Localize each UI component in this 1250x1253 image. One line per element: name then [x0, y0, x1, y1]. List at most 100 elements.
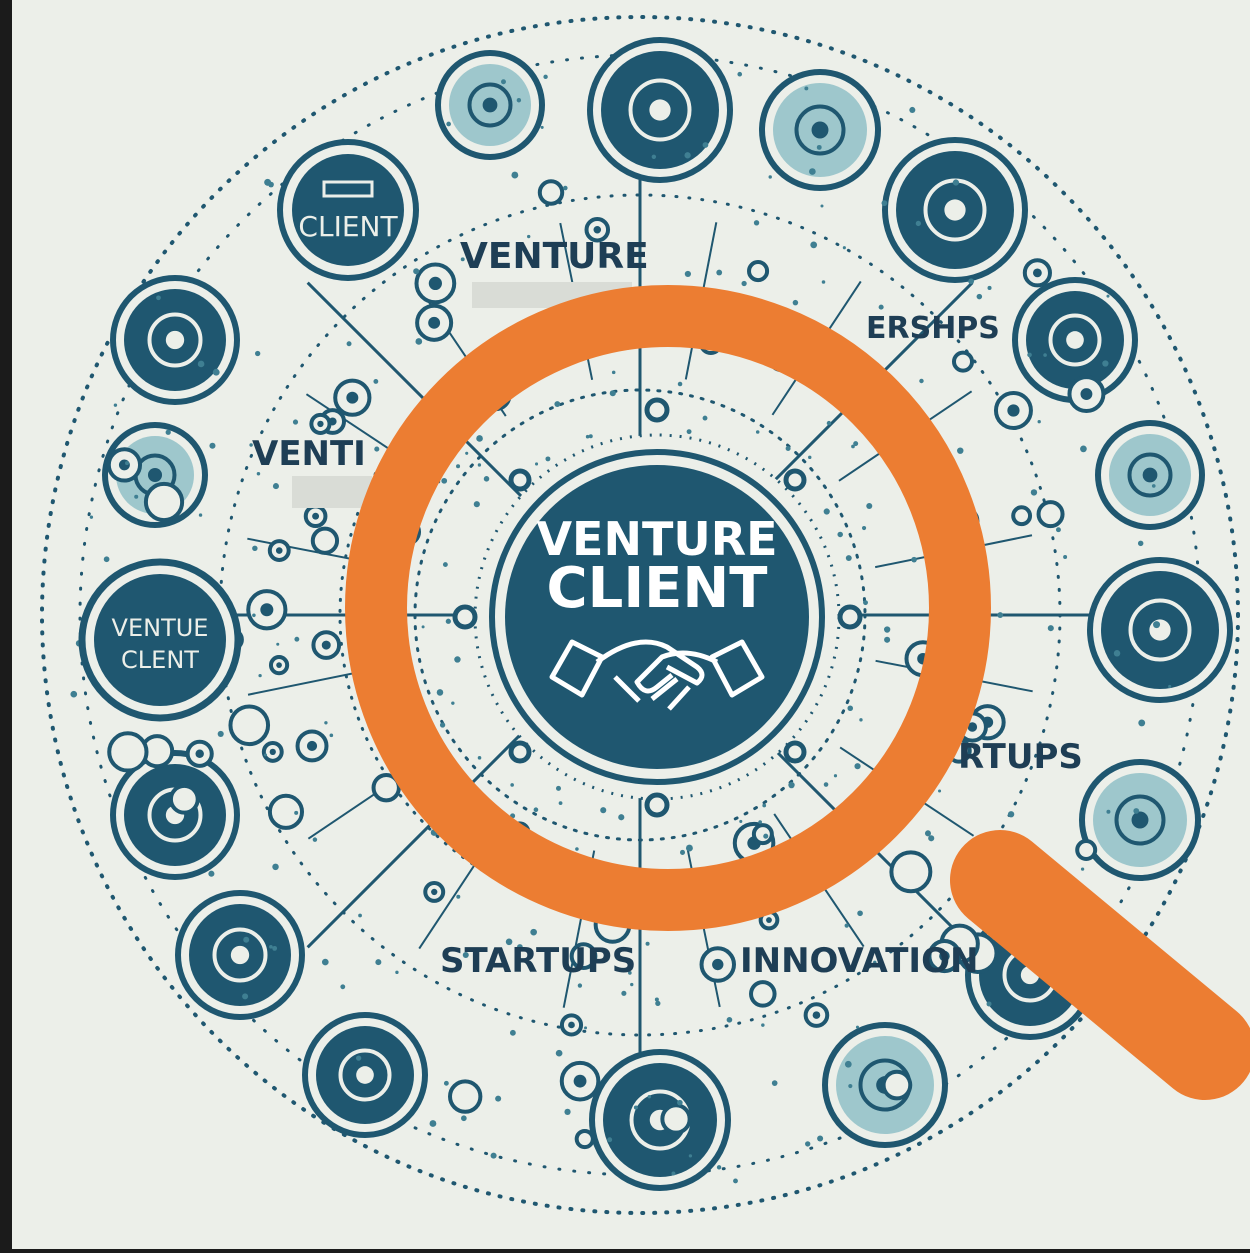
hub-border-nodes: [452, 397, 863, 818]
texture-dot: [809, 168, 816, 175]
texture-dot: [511, 171, 519, 179]
connector-node: [660, 1103, 692, 1135]
texture-dot: [997, 612, 1004, 619]
texture-dot: [584, 1026, 588, 1030]
texture-dot: [483, 476, 490, 482]
connector-node-core: [346, 391, 359, 404]
texture-dot: [702, 142, 709, 148]
connector-node: [749, 980, 777, 1008]
texture-dot: [859, 718, 863, 722]
texture-dot: [808, 455, 812, 460]
texture-dot: [1080, 867, 1085, 871]
texture-dot: [460, 257, 465, 262]
texture-dot: [884, 636, 891, 643]
target-icon: [882, 137, 1028, 283]
texture-dot: [530, 928, 537, 936]
texture-dot: [461, 1115, 467, 1122]
texture-dot: [866, 502, 873, 509]
texture-dot: [242, 993, 249, 1000]
texture-dot: [763, 833, 769, 839]
texture-dot: [445, 618, 451, 624]
texture-dot: [647, 1095, 652, 1099]
icon-badge-ring: [102, 37, 1233, 1191]
connector-node: [569, 942, 598, 971]
texture-dot: [957, 447, 964, 454]
texture-dot: [535, 462, 539, 466]
connector-node-core: [766, 917, 772, 923]
texture-dot: [70, 690, 78, 698]
texture-dot: [415, 338, 423, 345]
texture-dot: [1027, 352, 1032, 358]
steering-wheel-icon: [110, 750, 240, 880]
left-frame-strip: [0, 0, 12, 1249]
texture-dot: [716, 269, 723, 276]
texture-dot: [258, 673, 262, 678]
texture-dot: [1007, 811, 1015, 818]
texture-dot: [321, 958, 329, 966]
texture-dot: [878, 304, 884, 310]
connector-node-core: [1007, 404, 1020, 417]
texture-dot: [209, 442, 216, 449]
texture-dot: [768, 175, 772, 179]
texture-dot: [442, 562, 448, 567]
texture-dot: [554, 401, 561, 408]
texture-dot: [555, 1049, 563, 1057]
texture-dot: [256, 472, 261, 476]
building-icon: [1087, 557, 1233, 703]
texture-dot: [294, 636, 300, 642]
texture-dot: [89, 515, 94, 519]
texture-dot: [252, 613, 256, 618]
texture-dot: [762, 803, 767, 808]
texture-dot: [600, 807, 607, 814]
texture-dot: [1153, 621, 1161, 629]
texture-dot: [911, 556, 917, 563]
label-venture-left-placeholder: [292, 476, 372, 508]
texture-dot: [198, 513, 203, 517]
texture-dot: [855, 1025, 860, 1029]
texture-dot: [788, 781, 795, 789]
texture-dot: [987, 285, 992, 290]
texture-dot: [1106, 294, 1110, 298]
texture-dot: [671, 1171, 676, 1176]
puzzle-icon: [302, 1012, 428, 1138]
magnifying-glass-icon: [345, 285, 1250, 1100]
texture-dot: [688, 1154, 693, 1158]
texture-dot: [948, 325, 952, 329]
texture-dot: [684, 270, 691, 278]
texture-dot: [804, 86, 809, 91]
texture-dot: [938, 789, 942, 793]
texture-dot: [1137, 540, 1144, 547]
texture-dot: [726, 1016, 733, 1023]
texture-dot: [1080, 445, 1087, 453]
texture-dot: [861, 525, 867, 531]
connector-node-core: [428, 276, 442, 291]
texture-dot: [533, 807, 539, 813]
texture-dot: [1133, 808, 1140, 814]
texture-dot: [421, 625, 425, 629]
connector-node: [747, 260, 770, 283]
texture-dot: [684, 152, 691, 159]
texture-dot: [585, 434, 590, 439]
label-startups-right-fragment: RTUPS: [958, 737, 1083, 777]
texture-dot: [1030, 489, 1038, 496]
texture-dot: [477, 756, 482, 760]
texture-dot: [276, 642, 280, 646]
connector-node-core: [269, 748, 276, 756]
texture-dot: [446, 121, 451, 127]
central-hub: VENTURE CLIENT: [473, 433, 841, 801]
ring-text-labels: VENTURE ERSHPS VENTI RTUPS STARTUPS INNO…: [252, 236, 1083, 981]
texture-dot: [510, 783, 514, 787]
connector-node: [371, 773, 401, 803]
texture-dot: [837, 531, 843, 538]
texture-dot: [976, 293, 983, 300]
connector-node: [1036, 500, 1065, 529]
texture-dot: [501, 79, 506, 85]
texture-dot: [739, 819, 743, 823]
venture-client-badge-left: VENTUE CLENT: [78, 558, 242, 722]
texture-dot: [197, 360, 205, 368]
texture-dot: [156, 295, 161, 301]
connector-node: [267, 793, 305, 830]
connector-node: [537, 179, 565, 206]
texture-dot: [134, 494, 139, 499]
texture-dot: [1037, 420, 1041, 424]
